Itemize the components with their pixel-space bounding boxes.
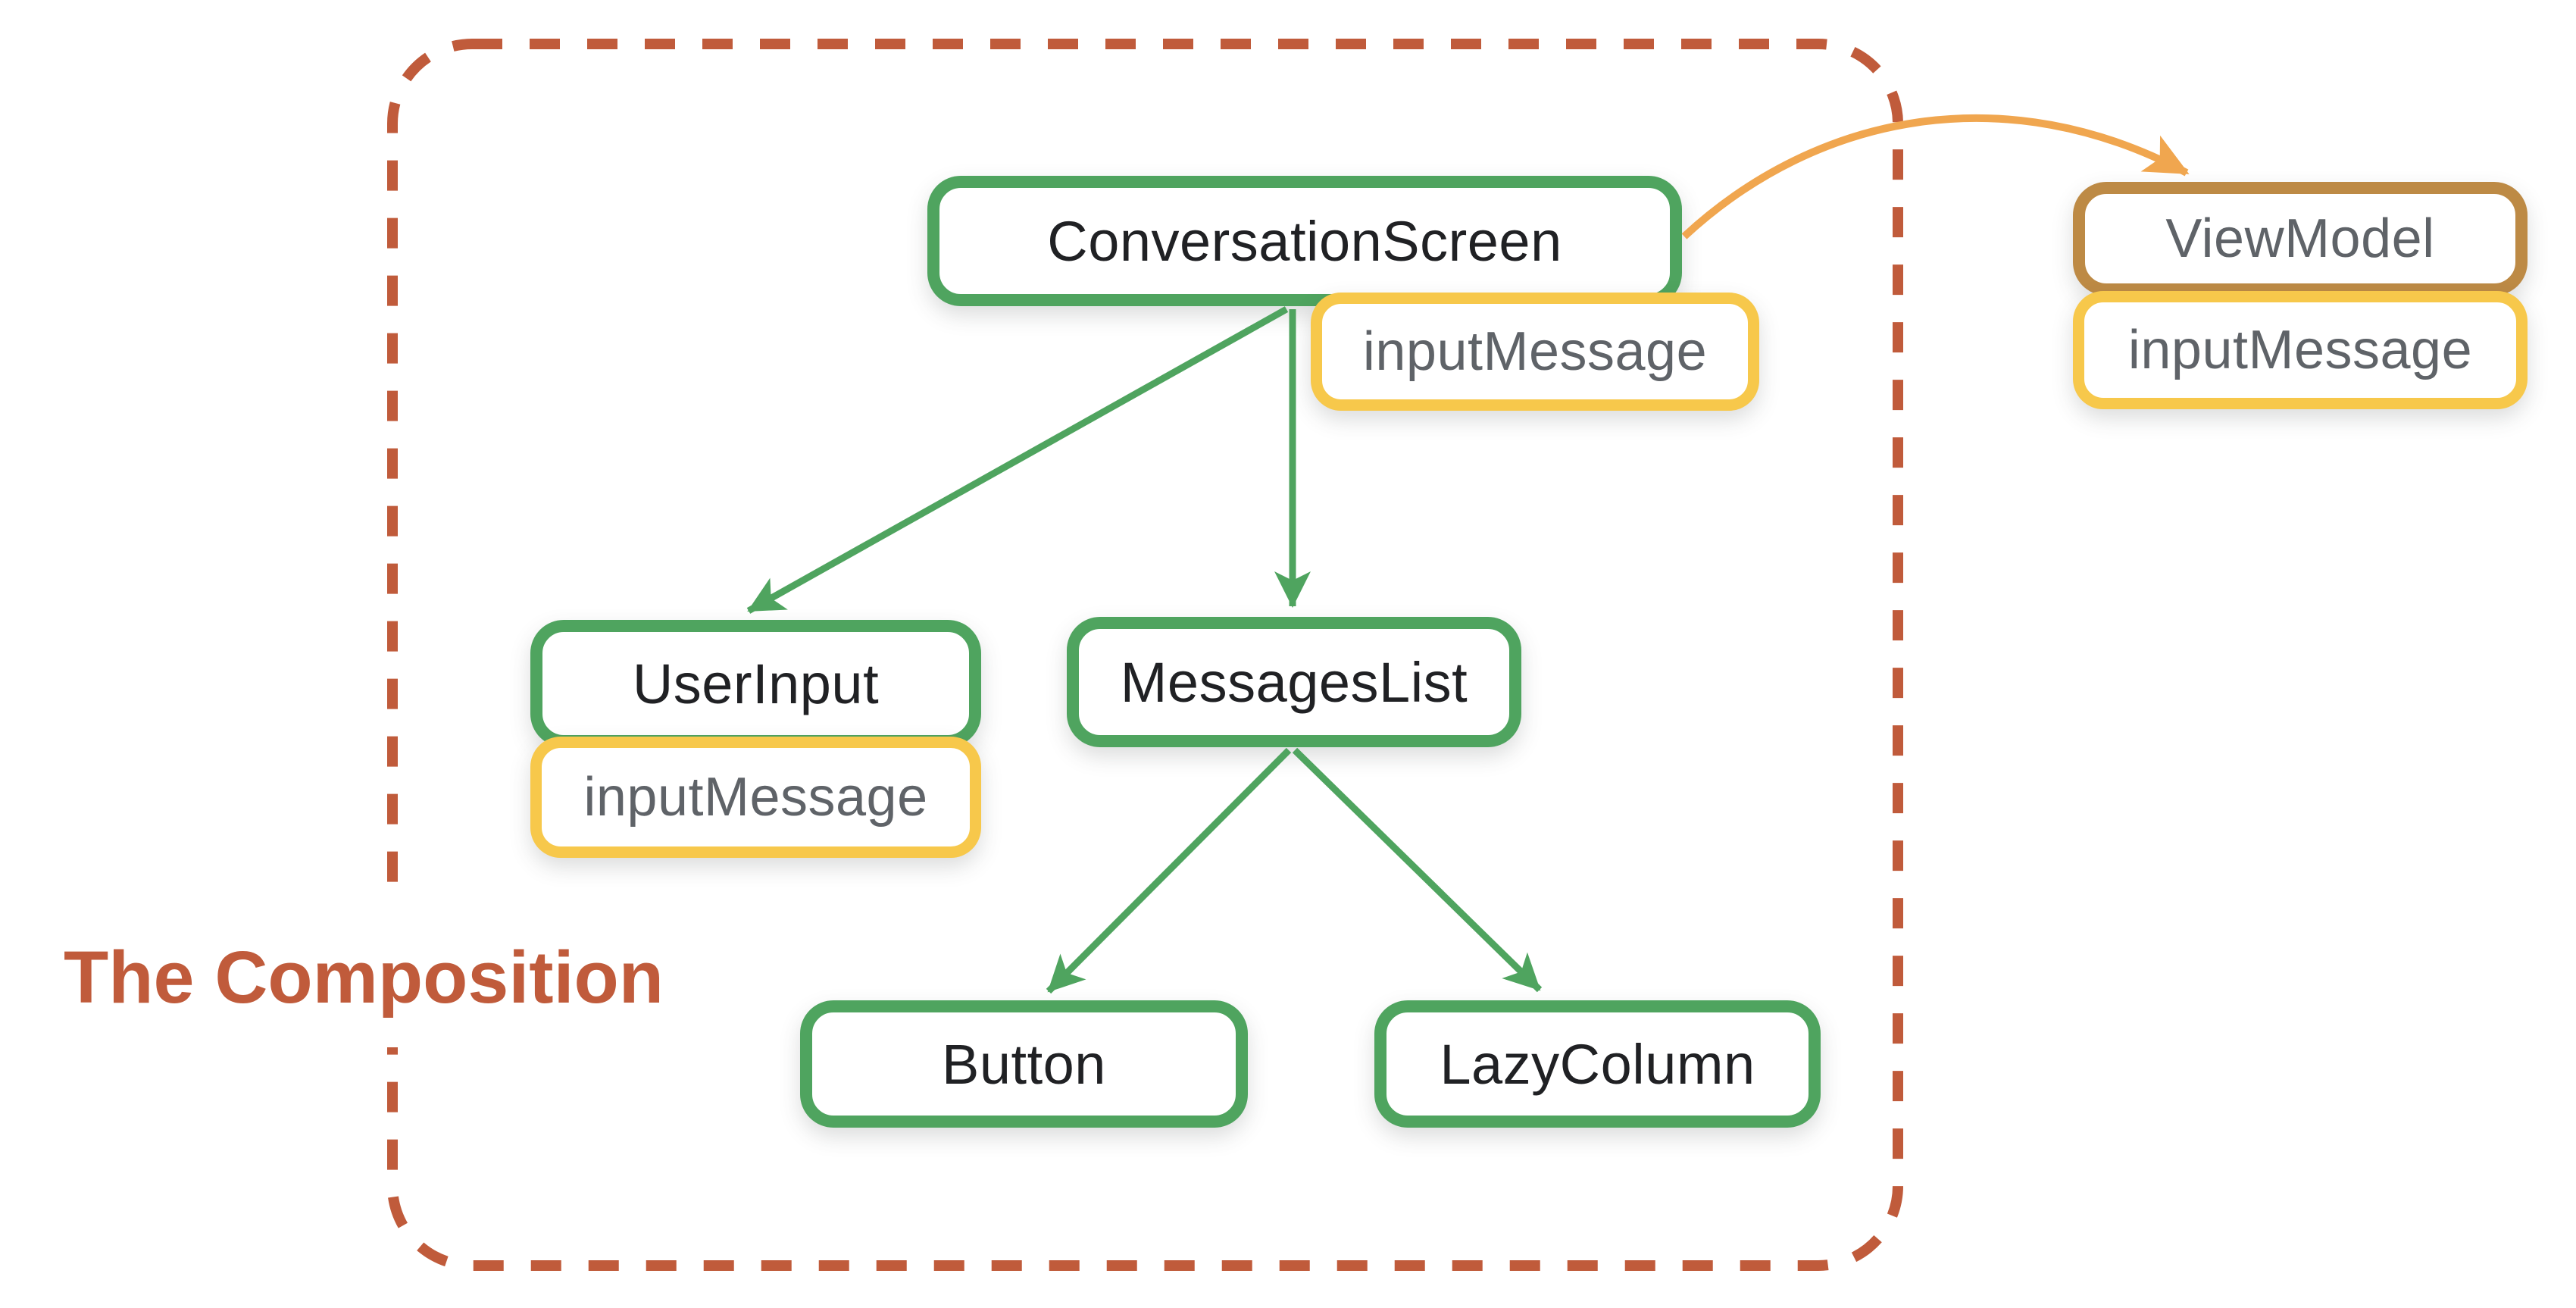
node-lazy-column: LazyColumn <box>1374 1000 1821 1128</box>
node-button-label: Button <box>942 1032 1106 1096</box>
node-view-model-state-label: inputMessage <box>2127 320 2473 380</box>
node-view-model: ViewModel <box>2073 182 2528 296</box>
node-conversation-screen-state-label: inputMessage <box>1362 321 1708 382</box>
node-user-input-state: inputMessage <box>530 737 981 858</box>
node-view-model-state: inputMessage <box>2073 291 2528 409</box>
node-lazy-column-label: LazyColumn <box>1440 1032 1755 1096</box>
node-user-input-state-label: inputMessage <box>583 767 928 828</box>
node-conversation-screen-label: ConversationScreen <box>1047 209 1562 273</box>
node-conversation-screen: ConversationScreen <box>927 176 1682 306</box>
node-messages-list: MessagesList <box>1067 617 1521 747</box>
node-user-input-label: UserInput <box>632 652 880 715</box>
node-messages-list-label: MessagesList <box>1120 650 1468 714</box>
node-view-model-label: ViewModel <box>2165 208 2435 269</box>
node-conversation-screen-state: inputMessage <box>1311 293 1759 411</box>
composition-title: The Composition <box>38 908 689 1047</box>
node-button: Button <box>800 1000 1248 1128</box>
node-user-input: UserInput <box>530 620 981 747</box>
